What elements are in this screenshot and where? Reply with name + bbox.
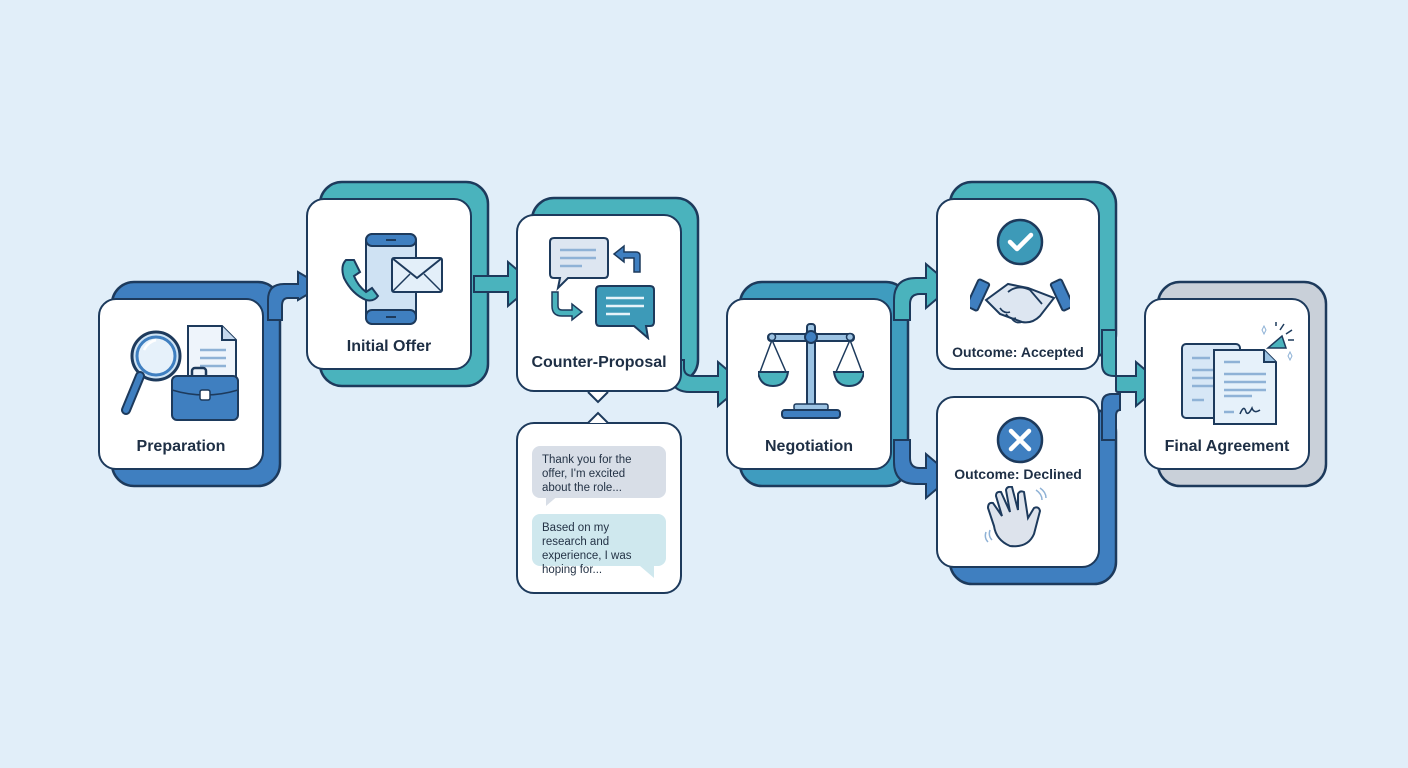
step-preparation: Preparation: [98, 298, 264, 470]
handshake-check-icon: [970, 218, 1070, 324]
step-negotiation: Negotiation: [726, 298, 892, 470]
signed-documents-icon: [1181, 322, 1294, 425]
step-label: Initial Offer: [346, 338, 432, 355]
step-initial-offer: Initial Offer: [306, 198, 472, 370]
step-label: Negotiation: [765, 438, 853, 455]
x-circle-icon: [996, 416, 1044, 464]
message-bubble-outgoing: Based on my research and experience, I w…: [532, 514, 666, 576]
balance-scale-icon: [758, 323, 864, 419]
step-final-agreement: Final Agreement: [1144, 298, 1310, 470]
step-label: Preparation: [136, 438, 226, 455]
step-outcome-declined: Outcome: Declined: [936, 396, 1100, 568]
step-label: Outcome: Declined: [954, 466, 1082, 482]
step-label: Outcome: Accepted: [952, 344, 1084, 360]
step-counter-proposal: Counter-Proposal: [516, 214, 682, 392]
step-outcome-accepted: Outcome: Accepted: [936, 198, 1100, 370]
arrow-declined-to-final: [1101, 393, 1121, 441]
step-label: Counter-Proposal: [531, 354, 667, 371]
step-label: Final Agreement: [1164, 438, 1290, 455]
counter-proposal-callout: Thank you for the offer, I'm excited abo…: [516, 422, 682, 594]
message-bubble-incoming: Thank you for the offer, I'm excited abo…: [532, 446, 666, 498]
phone-envelope-icon: [341, 233, 443, 325]
chat-exchange-icon: [549, 237, 655, 340]
check-circle-icon: [996, 218, 1044, 266]
party-popper-icon: [1265, 334, 1288, 349]
waving-hand-icon: [984, 486, 1047, 548]
magnifier-briefcase-document-icon: [121, 325, 239, 421]
signature-icon: [1239, 406, 1261, 415]
